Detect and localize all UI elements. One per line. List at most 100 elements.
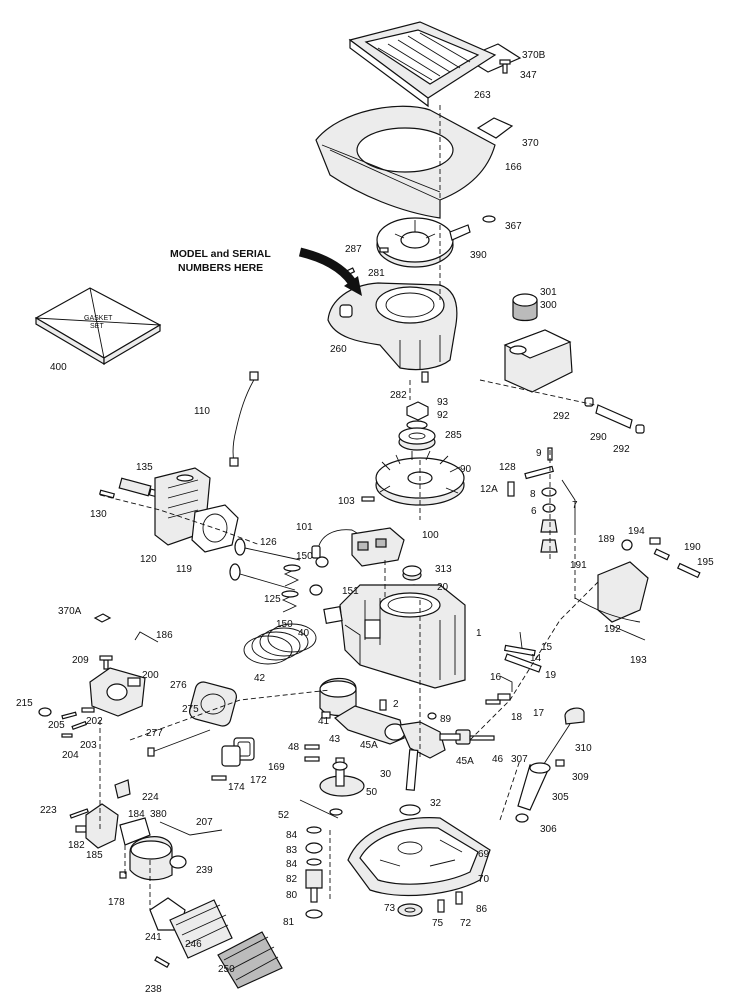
part-label-191: 191	[570, 560, 587, 571]
part-label-370a: 370A	[58, 606, 82, 617]
crankshaft	[399, 721, 461, 791]
part-label-367: 367	[505, 221, 522, 232]
part-label-2: 2	[393, 699, 399, 710]
callout-text: MODEL and SERIAL NUMBERS HERE	[170, 248, 271, 274]
air-cleaner	[188, 681, 238, 727]
part-label-282: 282	[390, 390, 407, 401]
part-label-246: 246	[185, 939, 202, 950]
control-wires	[574, 597, 646, 641]
cover-bolts	[397, 891, 463, 917]
part-label-380: 380	[150, 809, 167, 820]
part-label-200: 200	[142, 670, 159, 681]
part-label-32: 32	[430, 798, 442, 809]
part-label-301: 301	[540, 287, 557, 298]
part-label-19: 19	[545, 670, 557, 681]
part-label-306: 306	[540, 824, 557, 835]
intake-elbow	[119, 821, 223, 881]
part-label-45a2: 45A	[456, 756, 474, 767]
part-label-81: 81	[283, 917, 295, 928]
part-label-203: 203	[80, 740, 97, 751]
part-label-215: 215	[16, 698, 33, 709]
part-label-184: 184	[128, 809, 145, 820]
part-label-7: 7	[572, 500, 578, 511]
cylinder-block	[339, 584, 466, 689]
crankcase-cover	[347, 817, 491, 897]
part-label-207: 207	[196, 817, 213, 828]
blower-housing	[327, 282, 458, 371]
screw-347	[499, 59, 511, 74]
rewind-starter	[376, 217, 471, 268]
part-label-205: 205	[48, 720, 65, 731]
part-label-18: 18	[511, 712, 523, 723]
valve-125	[229, 563, 296, 591]
part-label-126: 126	[260, 537, 277, 548]
callout-arrow	[298, 247, 362, 296]
part-label-46: 46	[492, 754, 504, 765]
part-label-174: 174	[228, 782, 245, 793]
screw-209	[99, 655, 113, 670]
part-label-52: 52	[278, 810, 290, 821]
piston-rings	[243, 623, 317, 665]
part-label-9: 9	[536, 448, 542, 459]
intake-gaskets	[211, 737, 255, 781]
gasket-set-text: GASKET SET	[84, 315, 113, 330]
assembly-lines	[99, 105, 601, 910]
part-label-83: 83	[286, 845, 298, 856]
part-label-307: 307	[511, 754, 528, 765]
part-label-119: 119	[176, 564, 192, 575]
part-label-12a: 12A	[480, 484, 498, 495]
screw-282	[421, 371, 429, 383]
gasket-set-line-2: SET	[90, 323, 104, 330]
part-label-86: 86	[476, 904, 488, 915]
part-label-70: 70	[478, 874, 490, 885]
part-label-300: 300	[540, 300, 557, 311]
part-label-192: 192	[604, 624, 621, 635]
part-label-45a1: 45A	[360, 740, 378, 751]
bracket-7	[561, 479, 576, 530]
part-label-103: 103	[338, 496, 355, 507]
gasket-set-line-1: GASKET	[84, 315, 113, 322]
governor-parts	[507, 447, 558, 553]
decal-370	[476, 117, 514, 139]
part-label-224: 224	[142, 792, 159, 803]
dowel-2	[379, 699, 387, 711]
fuel-line	[584, 397, 645, 434]
part-label-186: 186	[156, 630, 173, 641]
control-bracket	[597, 537, 701, 623]
part-label-281: 281	[368, 268, 385, 279]
part-label-260: 260	[330, 344, 347, 355]
part-label-150a: 150	[296, 551, 313, 562]
part-label-202: 202	[86, 716, 103, 727]
spring-retainer	[309, 556, 329, 596]
part-label-166: 166	[505, 162, 522, 173]
spark-plug	[118, 477, 160, 498]
gasket-set	[34, 287, 162, 366]
part-label-287: 287	[345, 244, 362, 255]
part-label-190: 190	[684, 542, 701, 553]
fuel-pump	[69, 803, 151, 849]
part-label-223: 223	[40, 805, 57, 816]
part-label-400: 400	[50, 362, 67, 373]
part-label-14: 14	[530, 653, 542, 664]
starter-cup	[398, 427, 436, 451]
part-label-305: 305	[552, 792, 569, 803]
top-cover	[348, 21, 497, 108]
part-label-6: 6	[531, 506, 537, 517]
screw-287	[379, 247, 389, 253]
part-label-309: 309	[572, 772, 589, 783]
bolt-277	[147, 729, 211, 757]
part-label-194: 194	[628, 526, 645, 537]
part-label-100: 100	[422, 530, 439, 541]
part-label-292a: 292	[553, 411, 570, 422]
oil-pump-stack	[305, 826, 323, 919]
part-label-80: 80	[286, 890, 298, 901]
head-gasket	[191, 504, 239, 553]
part-label-84b: 84	[286, 859, 298, 870]
part-label-313: 313	[435, 564, 452, 575]
part-label-128: 128	[499, 462, 516, 473]
ignition-module	[311, 527, 405, 567]
part-label-89: 89	[440, 714, 452, 725]
carburetor	[89, 667, 146, 717]
part-label-42: 42	[254, 673, 266, 684]
